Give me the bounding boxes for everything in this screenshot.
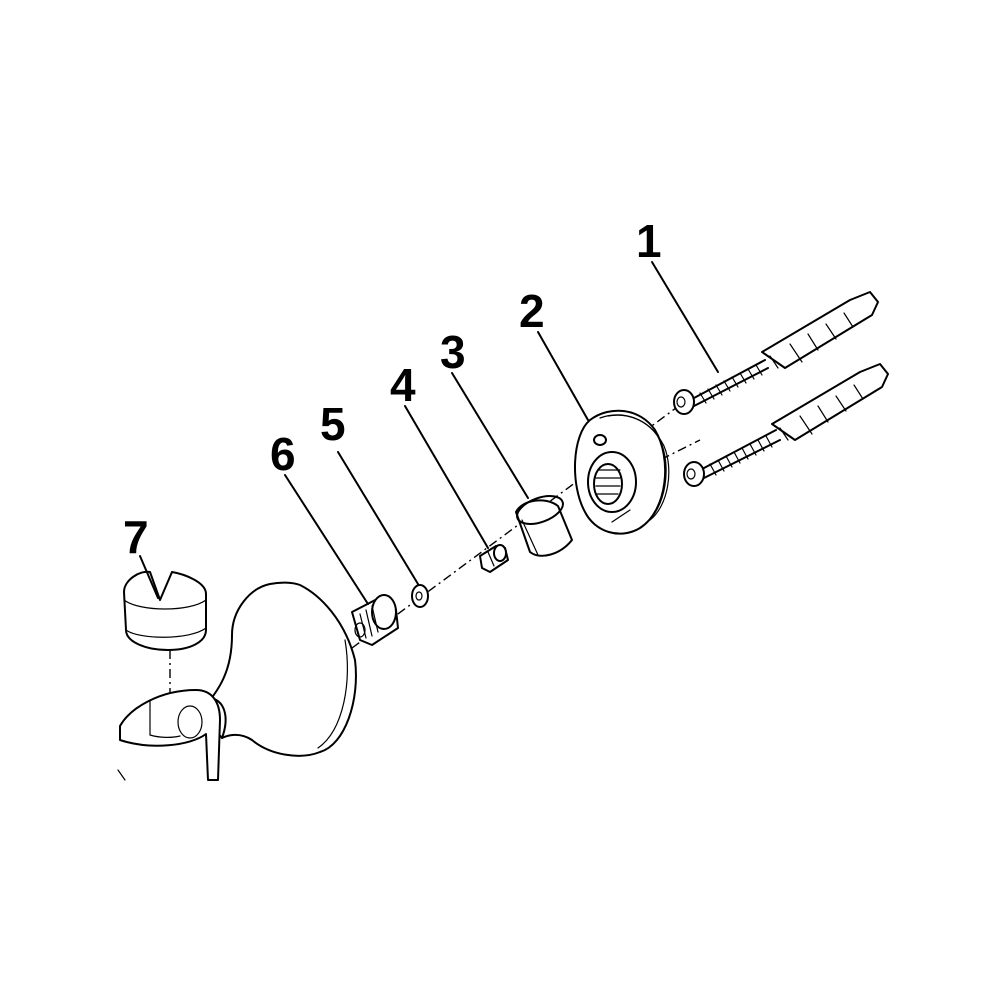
label-part-4: 4 <box>390 359 416 411</box>
leader-lines <box>139 261 719 605</box>
label-part-3: 3 <box>440 326 466 378</box>
label-part-2: 2 <box>519 285 545 337</box>
leader-3 <box>451 372 529 499</box>
callout-labels: 1 2 3 4 5 6 7 <box>123 215 662 563</box>
leader-1 <box>651 261 719 373</box>
wall-flange <box>573 409 670 535</box>
leader-7 <box>139 555 159 599</box>
label-part-6: 6 <box>270 428 296 480</box>
label-part-5: 5 <box>320 398 346 450</box>
screw-and-plug-upper <box>673 291 879 415</box>
label-part-1: 1 <box>636 215 662 267</box>
leader-6 <box>284 474 369 605</box>
washer <box>411 584 429 608</box>
leader-2 <box>537 331 589 421</box>
leader-4 <box>404 405 489 549</box>
label-part-7: 7 <box>123 511 149 563</box>
centre-lines <box>169 404 701 700</box>
serrated-insert <box>351 594 399 646</box>
ring <box>515 495 573 557</box>
leader-5 <box>337 451 419 585</box>
spindle <box>479 544 509 573</box>
screw-and-plug-lower <box>683 363 889 487</box>
holder-clip <box>123 570 207 651</box>
shower-holder-body <box>117 581 357 781</box>
